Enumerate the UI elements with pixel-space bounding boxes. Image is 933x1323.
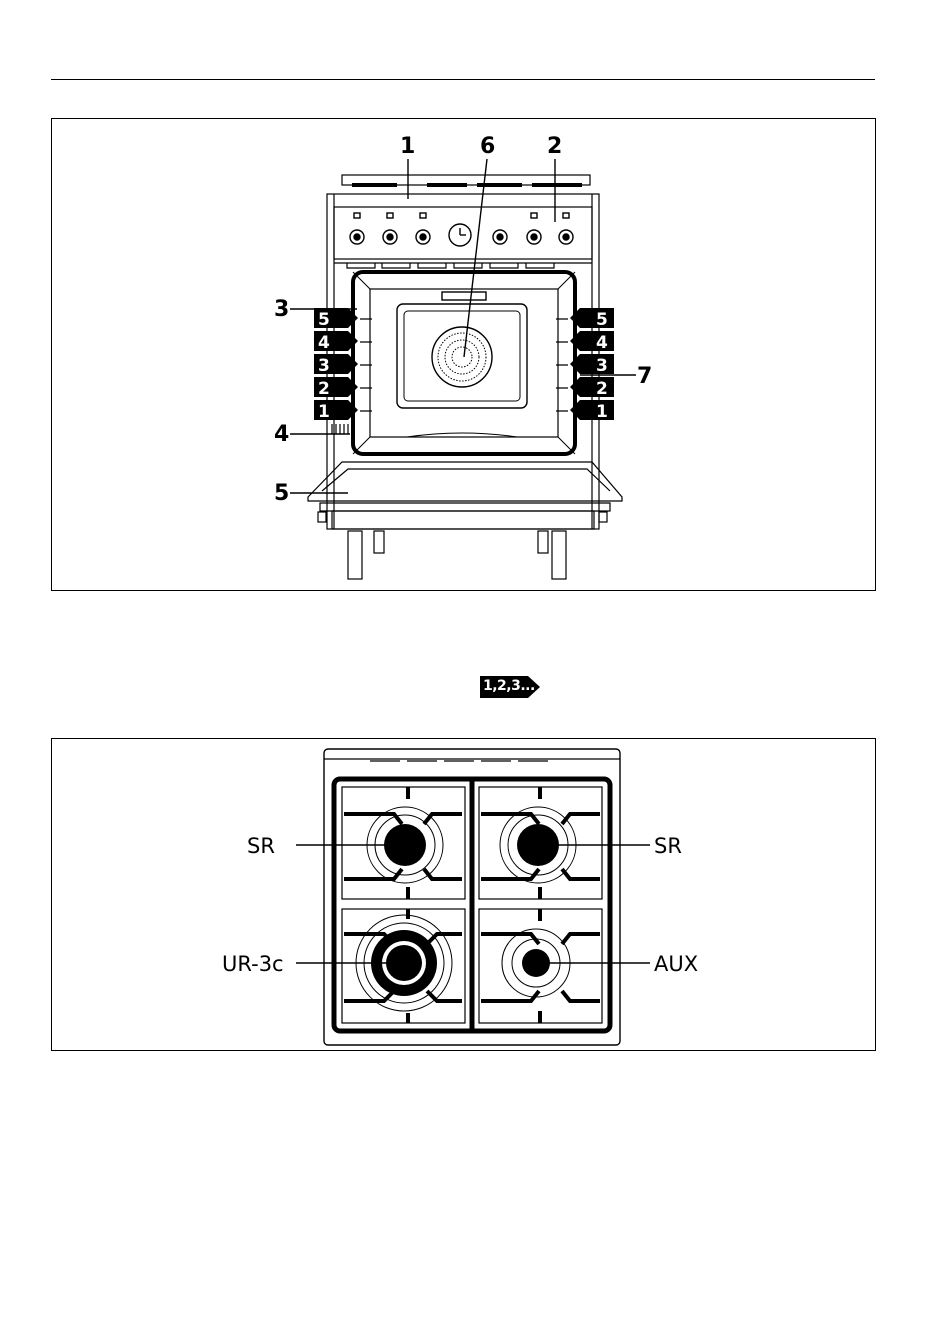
cooker-front-illustration: 1 6 2 3 7 4 5 5 4 3 2 1 5 4 3 2 1	[52, 119, 877, 592]
shelf-level-left-2: 2	[318, 379, 330, 399]
shelf-level-right-3: 3	[596, 356, 608, 376]
header-rule	[51, 79, 875, 80]
control-panel	[334, 207, 592, 259]
callout-7: 7	[637, 364, 652, 389]
callout-2: 2	[547, 134, 562, 159]
shelf-level-left-3: 3	[318, 356, 330, 376]
shelf-level-right-4: 4	[596, 333, 608, 353]
back-panel	[397, 304, 527, 408]
callout-4: 4	[274, 422, 289, 447]
oven-lamp	[442, 292, 486, 300]
shelf-level-left-1: 1	[318, 402, 330, 422]
shelf-level-left-5: 5	[318, 310, 330, 330]
callout-3: 3	[274, 297, 289, 322]
sequence-badge-label: 1,2,3...	[483, 678, 535, 694]
callout-5: 5	[274, 481, 289, 506]
callout-6: 6	[480, 134, 495, 159]
shelf-level-right-5: 5	[596, 310, 608, 330]
foot-left	[348, 531, 362, 579]
shelf-level-right-2: 2	[596, 379, 608, 399]
sequence-badge: 1,2,3...	[480, 676, 540, 698]
oven-figure-panel: 1 6 2 3 7 4 5 5 4 3 2 1 5 4 3 2 1	[51, 118, 876, 591]
burner-label-aux: AUX	[654, 952, 698, 976]
control-knobs	[350, 213, 573, 246]
foot-right	[552, 531, 566, 579]
hob-figure-panel: SR SR UR-3c AUX	[51, 738, 876, 1051]
oven-cavity	[353, 272, 575, 454]
oven-door	[308, 462, 622, 501]
hob-top-illustration: SR SR UR-3c AUX	[52, 739, 877, 1052]
shelf-level-right-1: 1	[596, 402, 608, 422]
burner-label-sr-left: SR	[247, 834, 275, 858]
burner-label-ur3c: UR-3c	[222, 952, 284, 976]
shelf-level-left-4: 4	[318, 333, 330, 353]
callout-1: 1	[400, 134, 415, 159]
fan-cover	[432, 327, 492, 387]
burner-label-sr-right: SR	[654, 834, 682, 858]
